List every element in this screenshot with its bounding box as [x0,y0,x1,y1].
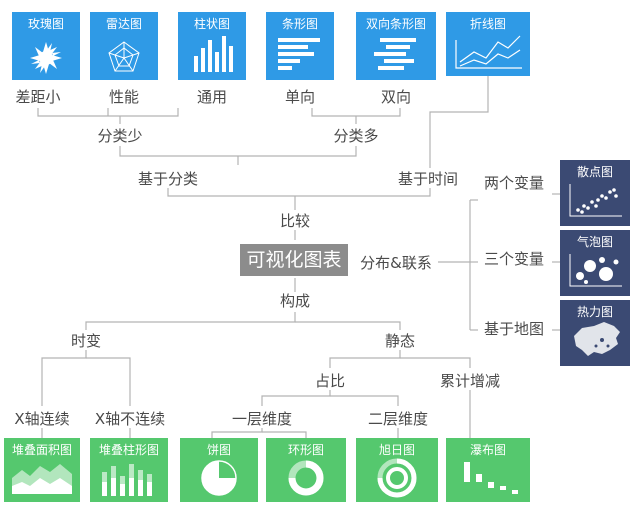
label-over-time: 时变 [68,332,104,350]
waterfall-chart-icon [464,462,518,494]
radar-chart-tile[interactable]: 雷达图 [90,12,158,80]
sunburst-chart-icon [377,458,417,498]
tile-title: 散点图 [576,165,613,179]
tile-title: 折线图 [469,17,506,31]
tile-title: 旭日图 [378,443,415,457]
tile-title: 双向条形图 [365,17,426,31]
label-two-level: 二层维度 [365,410,431,428]
tile-title: 饼图 [206,443,231,457]
label-general: 通用 [194,88,230,106]
label-by-category: 基于分类 [135,170,201,188]
tile-title: 环形图 [287,443,324,457]
label-share: 占比 [312,372,348,390]
label-x-discrete: X轴不连续 [92,410,168,428]
radar-chart-icon [108,41,140,72]
label-two-way: 双向 [378,88,414,106]
label-three-variables: 三个变量 [481,250,547,268]
label-static: 静态 [382,332,418,350]
label-two-variables: 两个变量 [481,174,547,192]
column-chart-tile[interactable]: 柱状图 [178,12,246,80]
label-performance: 性能 [106,88,142,106]
bubble-chart-tile[interactable]: 气泡图 [560,230,630,296]
donut-chart-tile[interactable]: 环形图 [266,438,346,502]
rose-chart-icon [30,42,62,74]
stacked-column-chart-tile[interactable]: 堆叠柱形图 [90,438,168,502]
bar-chart-icon [278,38,320,70]
tile-title: 热力图 [576,305,613,319]
label-compare: 比较 [277,212,313,230]
scatter-chart-tile[interactable]: 散点图 [560,160,630,226]
tile-title: 堆叠柱形图 [98,443,159,457]
tile-title: 雷达图 [105,17,142,31]
label-diff-small: 差距小 [13,88,63,106]
pie-chart-tile[interactable]: 饼图 [180,438,258,502]
tile-title: 瀑布图 [469,443,506,457]
stacked-area-chart-tile[interactable]: 堆叠面积图 [4,438,80,502]
tile-title: 堆叠面积图 [11,443,72,457]
scatter-chart-icon [569,184,622,217]
tile-title: 柱状图 [193,17,230,31]
tile-title: 玫瑰图 [27,17,64,31]
label-cumulative: 累计增减 [437,372,503,390]
label-one-level: 一层维度 [229,410,295,428]
tile-title: 气泡图 [576,235,613,249]
line-chart-tile[interactable]: 折线图 [446,12,530,76]
label-few-categories: 分类少 [95,127,145,145]
line-chart-icon [455,35,522,69]
label-distribute: 分布&联系 [358,254,434,272]
label-x-continuous: X轴连续 [12,410,72,428]
column-chart-icon [194,36,233,72]
label-compose: 构成 [277,292,313,310]
label-many-categories: 分类多 [331,127,381,145]
rose-chart-tile[interactable]: 玫瑰图 [12,12,80,80]
stacked-column-chart-icon [102,464,152,496]
heatmap-tile[interactable]: 热力图 [560,300,630,366]
bar-chart-tile[interactable]: 条形图 [266,12,334,80]
stacked-area-chart-icon [12,464,72,494]
bidirectional-bar-chart-icon [374,38,416,70]
label-by-time: 基于时间 [395,170,461,188]
sunburst-chart-tile[interactable]: 旭日图 [356,438,438,502]
label-by-map: 基于地图 [481,320,547,338]
china-map-icon [574,322,620,356]
bubble-chart-icon [569,254,622,287]
waterfall-chart-tile[interactable]: 瀑布图 [446,438,530,502]
pie-chart-icon [201,460,237,496]
bidirectional-bar-chart-tile[interactable]: 双向条形图 [356,12,436,80]
label-one-way: 单向 [282,88,318,106]
tile-title: 条形图 [281,17,318,31]
center-title: 可视化图表 [240,244,348,276]
donut-chart-icon [288,460,324,496]
